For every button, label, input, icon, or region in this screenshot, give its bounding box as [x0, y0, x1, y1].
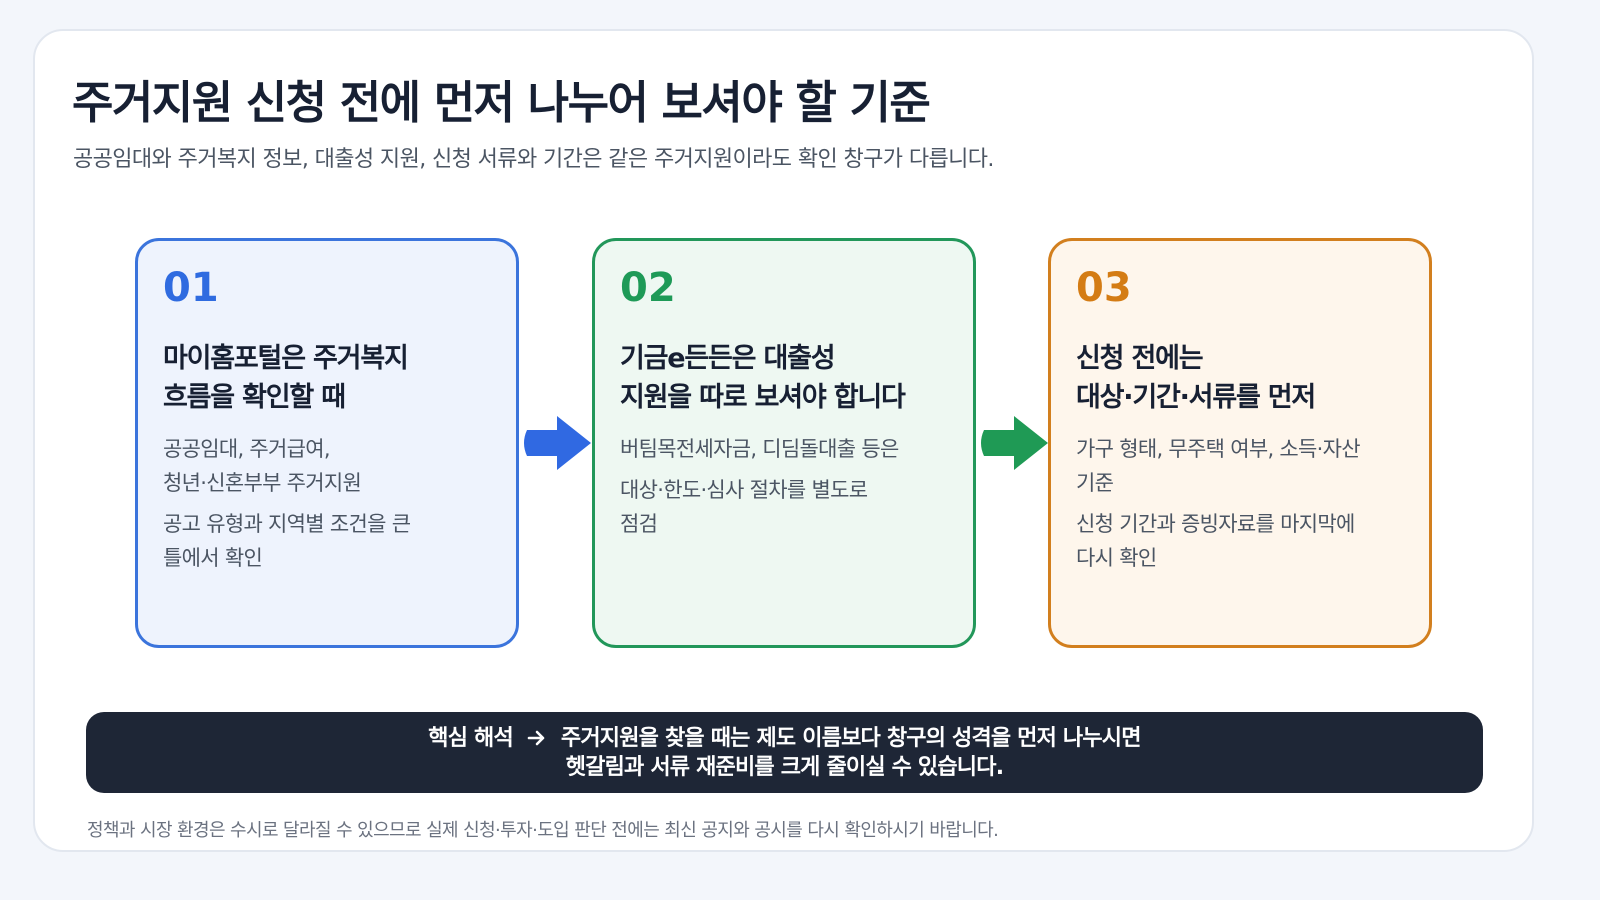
step-card-01: 01 마이홈포털은 주거복지 흐름을 확인할 때 공공임대, 주거급여, 청년·…: [135, 238, 519, 648]
step-heading-line: 대상·기간·서류를 먼저: [1076, 382, 1316, 413]
step-detail-line: 대상·한도·심사 절차를 별도로: [620, 478, 868, 502]
step-number: 03: [1076, 265, 1132, 311]
step-heading-line: 마이홈포털은 주거복지: [163, 343, 409, 374]
step-heading-line: 기금e든든은 대출성: [620, 343, 836, 374]
step-detail-line: 공고 유형과 지역별 조건을 큰: [163, 512, 411, 536]
step-heading: 신청 전에는 대상·기간·서류를 먼저: [1076, 339, 1413, 417]
banner-line: 핵심 해석 주거지원을 찾을 때는 제도 이름보다 창구의 성격을 먼저 나누시…: [428, 724, 1142, 753]
step-heading: 기금e든든은 대출성 지원을 따로 보셔야 합니다: [620, 339, 957, 417]
page-subtitle: 공공임대와 주거복지 정보, 대출성 지원, 신청 서류와 기간은 같은 주거지…: [73, 147, 994, 172]
step-detail-line: 신청 기간과 증빙자료를 마지막에: [1076, 512, 1355, 536]
disclaimer-footnote: 정책과 시장 환경은 수시로 달라질 수 있으므로 실제 신청·투자·도입 판단…: [87, 820, 999, 841]
step-detail-item: 공공임대, 주거급여, 청년·신혼부부 주거지원: [163, 432, 502, 500]
step-detail-line: 기준: [1076, 471, 1114, 495]
banner-label: 핵심 해석: [428, 725, 513, 751]
key-insight-banner: 핵심 해석 주거지원을 찾을 때는 제도 이름보다 창구의 성격을 먼저 나누시…: [86, 712, 1483, 793]
step-detail-line: 청년·신혼부부 주거지원: [163, 471, 362, 495]
step-card-03: 03 신청 전에는 대상·기간·서류를 먼저 가구 형태, 무주택 여부, 소득…: [1048, 238, 1432, 648]
step-heading-line: 지원을 따로 보셔야 합니다: [620, 382, 906, 413]
step-detail-line: 다시 확인: [1076, 546, 1157, 570]
right-arrow-icon: [524, 416, 591, 470]
step-detail-item: 공고 유형과 지역별 조건을 큰 틀에서 확인: [163, 507, 502, 575]
step-details: 버팀목전세자금, 디딤돌대출 등은 대상·한도·심사 절차를 별도로 점검: [620, 432, 959, 548]
right-arrow-icon: [981, 416, 1048, 470]
step-detail-line: 공공임대, 주거급여,: [163, 437, 331, 461]
step-card-02: 02 기금e든든은 대출성 지원을 따로 보셔야 합니다 버팀목전세자금, 디딤…: [592, 238, 976, 648]
page-title: 주거지원 신청 전에 먼저 나누어 보셔야 할 기준: [72, 76, 931, 129]
step-heading-line: 흐름을 확인할 때: [163, 382, 346, 413]
step-detail-line: 버팀목전세자금, 디딤돌대출 등은: [620, 437, 899, 461]
step-detail-item: 버팀목전세자금, 디딤돌대출 등은: [620, 432, 959, 466]
step-number: 01: [163, 265, 219, 311]
step-detail-line: 가구 형태, 무주택 여부, 소득·자산: [1076, 437, 1361, 461]
step-details: 가구 형태, 무주택 여부, 소득·자산 기준 신청 기간과 증빙자료를 마지막…: [1076, 432, 1415, 582]
step-heading-line: 신청 전에는: [1076, 343, 1204, 374]
step-detail-line: 점검: [620, 512, 658, 536]
step-detail-item: 가구 형태, 무주택 여부, 소득·자산 기준: [1076, 432, 1415, 500]
step-number: 02: [620, 265, 676, 311]
banner-text: 헷갈림과 서류 재준비를 크게 줄이실 수 있습니다.: [565, 754, 1004, 780]
right-arrow-icon: [527, 730, 545, 746]
step-detail-item: 대상·한도·심사 절차를 별도로 점검: [620, 473, 959, 541]
step-detail-item: 신청 기간과 증빙자료를 마지막에 다시 확인: [1076, 507, 1415, 575]
banner-text: 주거지원을 찾을 때는 제도 이름보다 창구의 성격을 먼저 나누시면: [560, 725, 1142, 751]
step-heading: 마이홈포털은 주거복지 흐름을 확인할 때: [163, 339, 500, 417]
step-detail-line: 틀에서 확인: [163, 546, 263, 570]
step-details: 공공임대, 주거급여, 청년·신혼부부 주거지원 공고 유형과 지역별 조건을 …: [163, 432, 502, 582]
